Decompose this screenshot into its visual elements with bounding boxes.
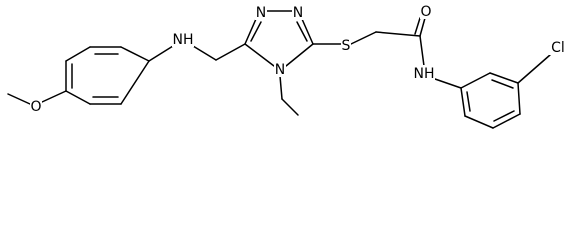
bonds	[7, 10, 551, 129]
triazole-n-ring-label: N	[274, 61, 286, 78]
ring-b-inner-3	[466, 91, 471, 112]
amine-nh-label: NH	[172, 31, 194, 48]
triazole-n4-c5	[244, 43, 275, 67]
triazole-n-right-text: N	[293, 5, 303, 21]
ring-b-bond-5	[464, 115, 494, 129]
carbonyl-oxygen-text: O	[420, 4, 431, 20]
n4-ethyl-bond-2	[281, 98, 299, 116]
ring-cl-bond	[517, 54, 551, 84]
nh-ch2-bond	[192, 45, 217, 61]
sulfur-text: S	[342, 38, 351, 54]
triazole-n-right-label: N	[292, 4, 304, 21]
triazole-double-1	[250, 21, 262, 42]
ring-b-bond-6	[460, 87, 466, 117]
carbonyl-oxygen-label: O	[420, 3, 432, 20]
ch2-triazole-bond	[215, 43, 246, 61]
ring-a-bond-5	[120, 60, 150, 105]
ring-b-bond-3	[517, 82, 521, 115]
chlorine-label: Cl	[549, 39, 567, 56]
methyl-o-bond	[7, 93, 31, 105]
methoxy-oxygen-label: O	[30, 98, 42, 115]
atom-labels: NH N N N S O NH Cl	[30, 3, 567, 115]
s-ch2-bond	[350, 31, 377, 45]
sulfur-label: S	[341, 37, 351, 54]
ring-b-bond-2	[489, 72, 519, 84]
ring-nh-bond	[148, 45, 174, 62]
ch2-carbonyl-bond	[375, 31, 421, 37]
carbonyl-double-b	[414, 17, 421, 35]
ring-b-inner-2	[493, 110, 515, 122]
triazole-c5-n1	[244, 18, 257, 45]
triazole-n-ring-text: N	[275, 62, 285, 78]
carbonyl-double-a	[419, 17, 426, 37]
ring-b-bond-4	[492, 113, 521, 129]
ring-b-bond-1	[460, 72, 491, 89]
ring-a-bond-2	[65, 46, 91, 62]
methoxy-oxygen-text: O	[30, 99, 41, 115]
triazole-c3-n4	[285, 43, 314, 67]
triazole-n2-c3	[301, 18, 314, 45]
carbonyl-nh-bond	[419, 35, 425, 67]
ring-a-bond-4	[120, 46, 150, 62]
n4-ethyl-bond-1	[279, 75, 283, 100]
amide-nh-label: NH	[413, 65, 435, 82]
triazole-double-2	[296, 21, 308, 42]
o-ring-bond	[41, 90, 67, 103]
triazole-n-left-text: N	[256, 5, 266, 21]
molecule-structure: NH N N N S O NH Cl	[7, 3, 567, 129]
ring-a-bond-7	[65, 90, 91, 105]
chlorine-text: Cl	[551, 40, 565, 56]
amine-nh-text: NH	[173, 32, 194, 48]
triazole-n-left-label: N	[255, 4, 267, 21]
ring-b-inner-1	[491, 79, 514, 89]
amide-nh-text: NH	[414, 66, 435, 82]
nh-ring-bond	[434, 78, 462, 89]
